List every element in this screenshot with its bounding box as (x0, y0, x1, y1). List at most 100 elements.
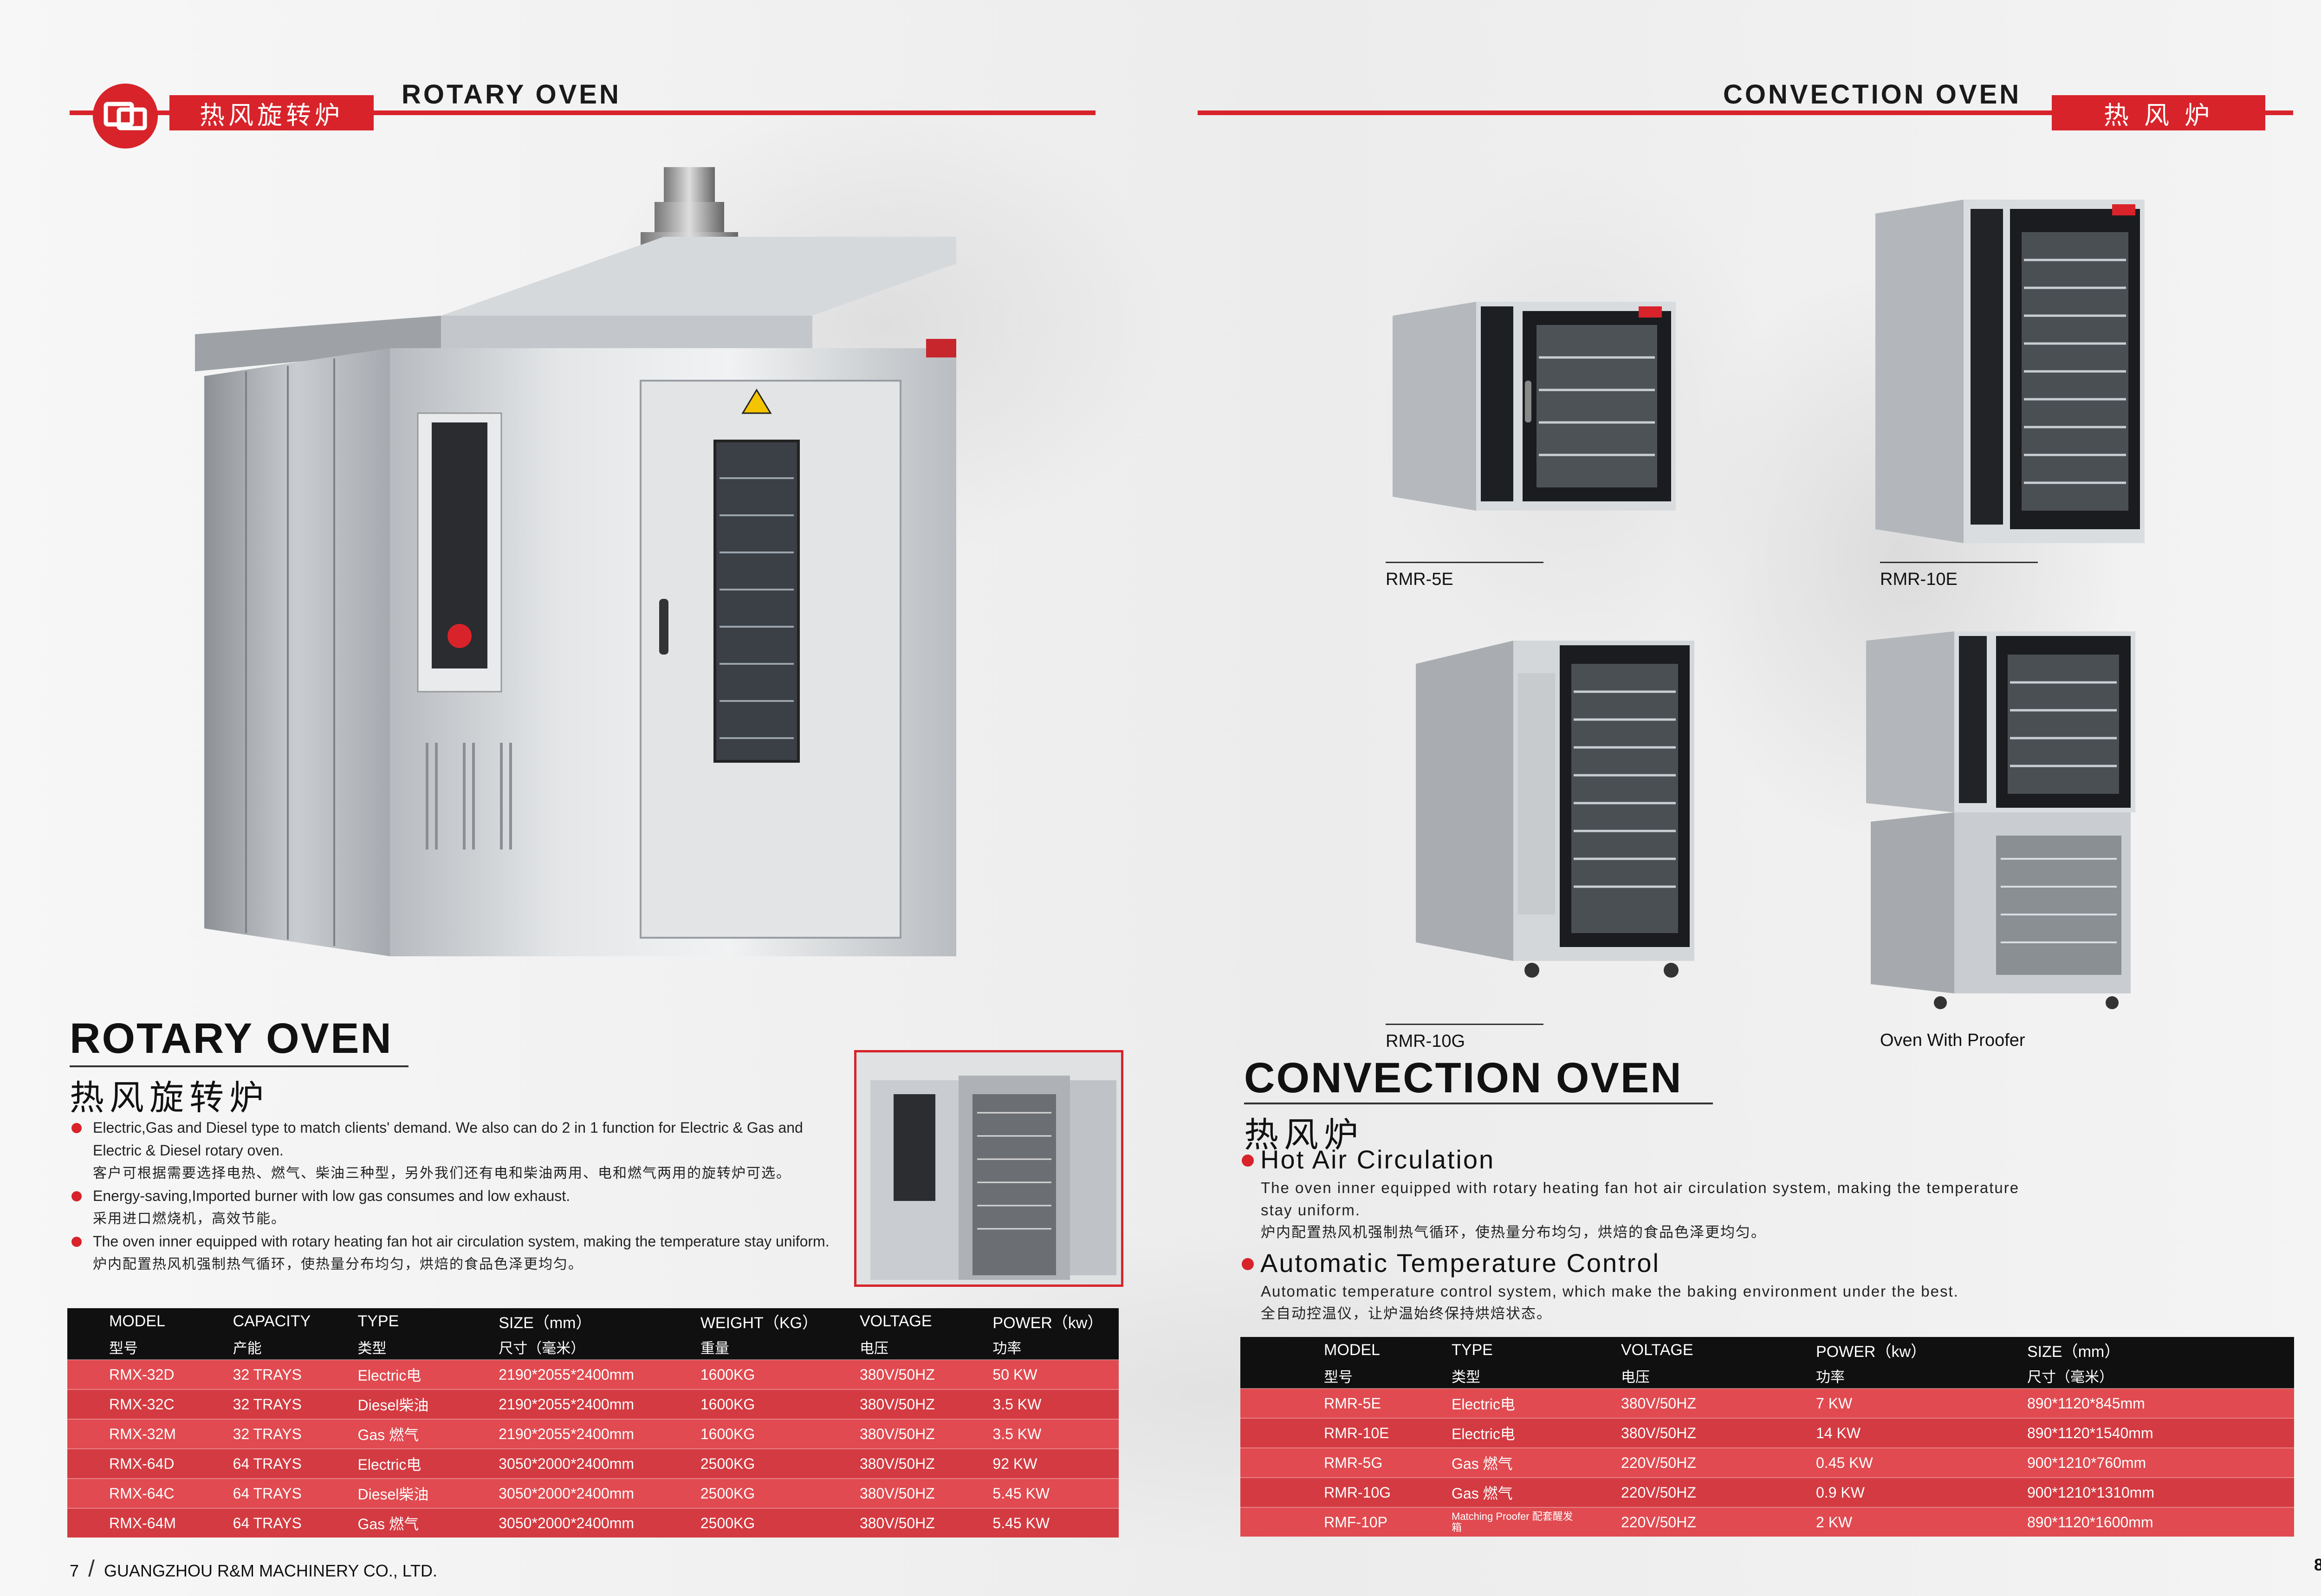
table-cell: 64 TRAYS (191, 1448, 316, 1479)
table-cell: Electric电 (316, 1448, 457, 1479)
table-cell: Electric电 (316, 1359, 457, 1389)
table-cell: Electric电 (1410, 1418, 1579, 1448)
convection-feature-1-text: The oven inner equipped with rotary heat… (1261, 1177, 2050, 1244)
rotary-feature-2-cn: 采用进口燃烧机，高效节能。 (93, 1211, 286, 1227)
rotary-oven-interior-image (854, 1050, 1123, 1287)
convection-th-size: SIZE（mm） (1985, 1337, 2294, 1363)
table-cell: 2500KG (658, 1448, 818, 1479)
table-cell: 50 KW (951, 1359, 1119, 1389)
rotary-th-cn: 电压 (817, 1334, 951, 1360)
rotary-feature-list: Electric,Gas and Diesel type to match cl… (70, 1116, 836, 1276)
table-cell: 220V/50HZ (1579, 1507, 1774, 1537)
convection-th-model: MODEL (1240, 1337, 1410, 1363)
convection-feature-2-heading: Automatic Temperature Control (1242, 1248, 1660, 1278)
rotary-table-header-en: MODEL CAPACITY TYPE SIZE（mm） WEIGHT（KG） … (67, 1308, 1119, 1334)
table-cell: 2500KG (658, 1478, 818, 1508)
rotary-title: ROTARY OVEN (70, 1015, 393, 1062)
table-cell: RMR-5G (1240, 1447, 1410, 1478)
model-label-oven-with-proofer: Oven With Proofer (1880, 1031, 2025, 1050)
header-left-tag: 热风旋转炉 (169, 95, 374, 130)
table-cell: Matching Proofer 配套醒发箱 (1410, 1507, 1579, 1537)
table-cell: 3050*2000*2400mm (457, 1508, 659, 1538)
rmr-5e-image (1388, 297, 1680, 515)
rotary-feature-1-en: Electric,Gas and Diesel type to match cl… (93, 1119, 803, 1159)
table-cell: 900*1210*760mm (1985, 1447, 2294, 1478)
table-cell: RMX-32C (67, 1389, 191, 1419)
rmr-10g-image (1411, 636, 1699, 980)
rotary-th-cn: 类型 (316, 1334, 457, 1360)
table-cell: 3.5 KW (951, 1419, 1119, 1449)
rotary-th-cn: 型号 (67, 1334, 191, 1360)
rotary-th-cn: 尺寸（毫米） (457, 1334, 659, 1360)
table-cell: 380V/50HZ (817, 1508, 951, 1538)
convection-cn-title: 热风炉 (1244, 1115, 1364, 1155)
table-cell: Gas 燃气 (316, 1419, 457, 1449)
table-cell: 890*1120*845mm (1985, 1388, 2294, 1418)
rotary-th-size: SIZE（mm） (457, 1308, 659, 1334)
table-cell: 0.45 KW (1774, 1447, 1985, 1478)
rotary-th-cn: 产能 (191, 1334, 316, 1360)
table-cell: 1600KG (658, 1389, 818, 1419)
rotary-th-model: MODEL (67, 1308, 191, 1334)
rotary-cn-title: 热风旋转炉 (70, 1078, 269, 1118)
table-cell: 890*1120*1600mm (1985, 1507, 2294, 1537)
rotary-feature-3: The oven inner equipped with rotary heat… (70, 1230, 836, 1276)
table-cell: 1600KG (658, 1419, 818, 1449)
header-rule-left (70, 110, 1096, 115)
convection-th-cn: 型号 (1240, 1363, 1410, 1388)
oven-with-proofer-image (1861, 627, 2140, 1012)
convection-th-power: POWER（kw） (1774, 1337, 1985, 1363)
table-cell: RMR-10E (1240, 1418, 1410, 1448)
table-cell: 890*1120*1540mm (1985, 1418, 2294, 1448)
table-cell: 64 TRAYS (191, 1478, 316, 1508)
table-cell: 380V/50HZ (817, 1448, 951, 1479)
rotary-th-voltage: VOLTAGE (817, 1308, 951, 1334)
table-cell: 2190*2055*2400mm (457, 1389, 659, 1419)
rotary-th-capacity: CAPACITY (191, 1308, 316, 1334)
table-row: RMF-10P Matching Proofer 配套醒发箱 220V/50HZ… (1240, 1507, 2294, 1537)
table-cell: 380V/50HZ (817, 1478, 951, 1508)
convection-th-cn: 尺寸（毫米） (1985, 1363, 2294, 1388)
table-cell: Electric电 (1410, 1388, 1579, 1418)
table-cell: 380V/50HZ (1579, 1418, 1774, 1448)
table-row: RMR-10E Electric电 380V/50HZ 14 KW 890*11… (1240, 1418, 2294, 1448)
convection-table-header-cn: 型号 类型 电压 功率 尺寸（毫米） (1240, 1363, 2294, 1388)
table-cell: 5.45 KW (951, 1478, 1119, 1508)
convection-th-cn: 类型 (1410, 1363, 1579, 1388)
page-number-left: 7 (70, 1561, 79, 1580)
table-cell: RMR-5E (1240, 1388, 1410, 1418)
header-rule-right (1198, 110, 2293, 115)
table-cell: RMX-32D (67, 1359, 191, 1389)
header-left-title: ROTARY OVEN (402, 79, 621, 110)
table-row: RMR-5E Electric电 380V/50HZ 7 KW 890*1120… (1240, 1388, 2294, 1418)
table-cell: RMX-64C (67, 1478, 191, 1508)
table-cell: 5.45 KW (951, 1508, 1119, 1538)
convection-th-cn: 功率 (1774, 1363, 1985, 1388)
table-cell: 32 TRAYS (191, 1389, 316, 1419)
convection-feature-2-text: Automatic temperature control system, wh… (1261, 1280, 2096, 1325)
table-row: RMX-64M 64 TRAYS Gas 燃气 3050*2000*2400mm… (67, 1508, 1119, 1538)
header-right-title: CONVECTION OVEN (1723, 79, 2022, 110)
rotary-feature-2: Energy-saving,Imported burner with low g… (70, 1185, 836, 1230)
convection-feature-2-en: Automatic temperature control system, wh… (1261, 1283, 1959, 1300)
table-cell: 3050*2000*2400mm (457, 1478, 659, 1508)
table-cell: Gas 燃气 (1410, 1447, 1579, 1478)
table-cell: 3.5 KW (951, 1389, 1119, 1419)
table-cell: Diesel柴油 (316, 1478, 457, 1508)
rmr-10e-image (1871, 195, 2149, 548)
rotary-feature-3-en: The oven inner equipped with rotary heat… (93, 1233, 830, 1250)
table-cell: 2500KG (658, 1508, 818, 1538)
table-row: RMX-64C 64 TRAYS Diesel柴油 3050*2000*2400… (67, 1478, 1119, 1508)
table-cell: 2 KW (1774, 1507, 1985, 1537)
rotary-spec-table: MODEL CAPACITY TYPE SIZE（mm） WEIGHT（KG） … (67, 1308, 1119, 1538)
rotary-table-header-cn: 型号 产能 类型 尺寸（毫米） 重量 电压 功率 (67, 1334, 1119, 1360)
model-label-rmr-10g: RMR-10G (1386, 1024, 1543, 1051)
convection-title: CONVECTION OVEN (1244, 1054, 1683, 1102)
table-cell: RMX-64D (67, 1448, 191, 1479)
table-row: RMX-32D 32 TRAYS Electric电 2190*2055*240… (67, 1359, 1119, 1389)
rotary-title-rule (70, 1065, 408, 1067)
table-cell: 7 KW (1774, 1388, 1985, 1418)
table-cell: 2190*2055*2400mm (457, 1419, 659, 1449)
rotary-th-type: TYPE (316, 1308, 457, 1334)
convection-table-header-en: MODEL TYPE VOLTAGE POWER（kw） SIZE（mm） (1240, 1337, 2294, 1363)
